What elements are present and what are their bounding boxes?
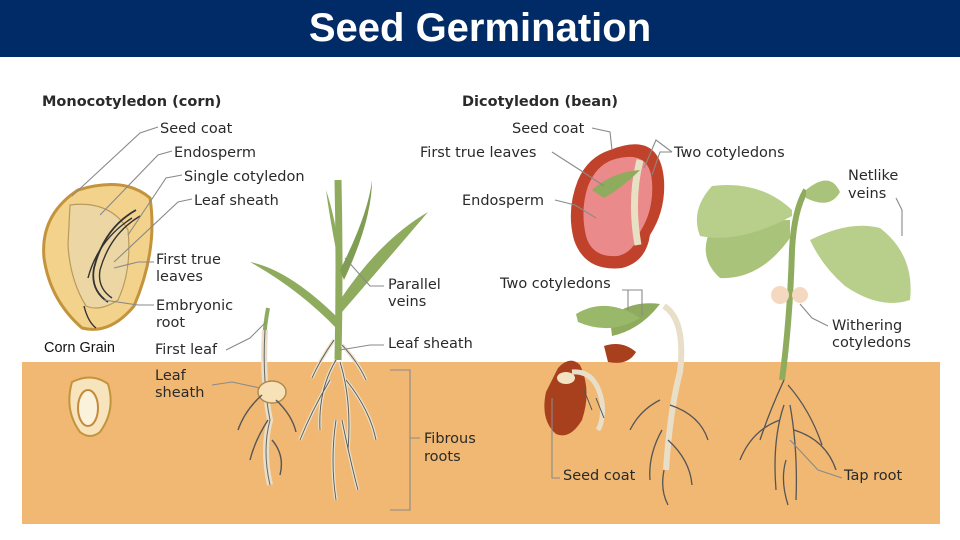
label-seed-coat-soil: Seed coat [563, 468, 636, 484]
label-two-cotyledons-mid: Two cotyledons [499, 276, 611, 292]
bean-seed-illustration [570, 144, 665, 269]
label-fibrous-roots-line1: Fibrous [424, 431, 476, 447]
label-embryonic-root-line1: Embryonic [156, 298, 233, 314]
title-bar [0, 0, 960, 57]
monocot-header: Monocotyledon (corn) [42, 94, 221, 110]
label-first-true-leaves: First true leaves [420, 145, 536, 161]
label-dicot-seed-coat: Seed coat [512, 121, 585, 137]
dicot-header: Dicotyledon (bean) [462, 94, 618, 110]
label-corn-grain: Corn Grain [44, 340, 115, 356]
label-two-cotyledons-top: Two cotyledons [673, 145, 785, 161]
label-embryonic-root-line2: root [156, 315, 185, 331]
corn-grain-illustration [68, 376, 112, 437]
label-fibrous-roots-line2: roots [424, 449, 461, 465]
bean-sprout-illustration [544, 303, 709, 506]
label-parallel-veins-line2: veins [388, 294, 426, 310]
page-title: Seed Germination [308, 6, 652, 50]
label-parallel-veins-line1: Parallel [388, 277, 441, 293]
label-netlike-veins-line2: veins [848, 186, 886, 202]
label-withering-cotyledons-line2: cotyledons [832, 335, 911, 351]
label-single-cotyledon: Single cotyledon [184, 169, 305, 185]
bean-plant-illustration [696, 180, 911, 506]
monocot-leader-lines [71, 126, 420, 511]
label-leaf-sheath-plant: Leaf sheath [388, 336, 473, 352]
dicot-leader-lines [551, 127, 903, 479]
soil-background [22, 362, 940, 524]
label-withering-cotyledons-line1: Withering [832, 318, 902, 334]
label-leaf-sheath: Leaf sheath [194, 193, 279, 209]
label-leaf-sheath-soil-line1: Leaf [155, 368, 187, 384]
corn-plant-illustration [250, 179, 428, 501]
label-seed-coat: Seed coat [160, 121, 233, 137]
label-netlike-veins-line1: Netlike [848, 168, 898, 184]
label-dicot-endosperm: Endosperm [462, 193, 544, 209]
label-first-leaf: First leaf [155, 342, 218, 358]
corn-kernel-illustration [42, 183, 154, 331]
label-leaf-sheath-soil-line2: sheath [155, 385, 204, 401]
label-tap-root: Tap root [843, 468, 903, 484]
label-first-true-leaves-line2: leaves [156, 269, 203, 285]
label-first-true-leaves-line1: First true [156, 252, 221, 268]
corn-sprout-illustration [237, 307, 297, 486]
label-endosperm: Endosperm [174, 145, 256, 161]
